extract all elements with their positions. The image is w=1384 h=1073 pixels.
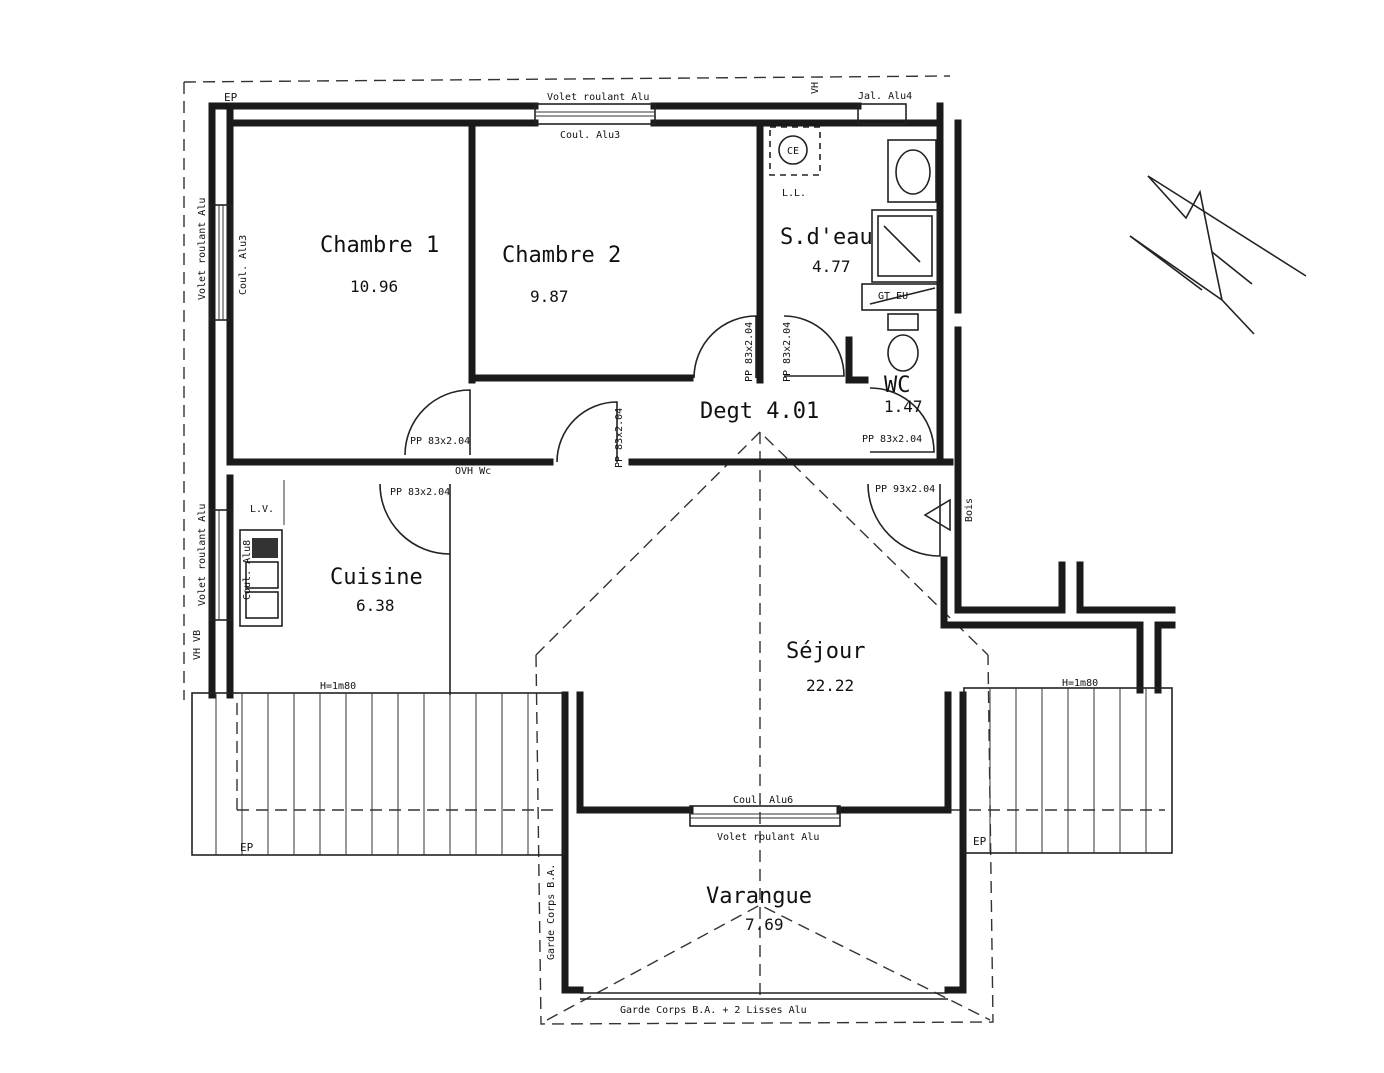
label-bois: Bois xyxy=(964,498,975,522)
label-pp-ch1: PP 83x2.04 xyxy=(410,436,470,447)
label-pp-degt: PP 83x2.04 xyxy=(614,408,625,468)
room-name-sejour: Séjour xyxy=(786,639,865,664)
terrace-left xyxy=(191,692,565,856)
north-arrow-icon xyxy=(1129,175,1307,335)
label-pp-entry: PP 93x2.04 xyxy=(875,484,935,495)
label-pp-sdeau: PP 83x2.04 xyxy=(782,322,793,382)
label-ovh-wc: OVH Wc xyxy=(455,466,491,477)
label-volet-bottom: Volet roulant Alu xyxy=(717,832,819,843)
label-volet-left-bottom: Volet roulant Alu xyxy=(197,504,208,606)
label-ll: L.L. xyxy=(782,188,806,199)
label-coul-alu3-top: Coul. Alu3 xyxy=(560,130,620,141)
label-ep-bottom-left: EP xyxy=(240,841,254,854)
room-area-cuisine: 6.38 xyxy=(356,596,395,615)
room-area-chambre2: 9.87 xyxy=(530,287,569,306)
room-name-varangue: Varangue xyxy=(706,884,812,909)
label-coul-alu6: Coul. Alu6 xyxy=(733,795,793,806)
label-coul-alu3-left: Coul. Alu3 xyxy=(238,235,249,295)
bathroom-fixtures xyxy=(239,126,951,627)
label-vh: VH xyxy=(810,82,821,94)
label-gt-eu: GT EU xyxy=(878,291,908,302)
label-lv: L.V. xyxy=(250,504,274,515)
room-area-chambre1: 10.96 xyxy=(350,277,398,296)
door-swings xyxy=(379,315,941,695)
label-garde-corps-side: Garde Corps B.A. xyxy=(546,864,557,960)
room-area-sejour: 22.22 xyxy=(806,676,854,695)
room-area-sdeau: 4.77 xyxy=(812,257,851,276)
label-volet-top: Volet roulant Alu xyxy=(547,92,649,103)
label-h-right: H=1m80 xyxy=(1062,678,1098,689)
room-name-wc: WC xyxy=(884,373,911,398)
room-name-sdeau: S.d'eau xyxy=(780,225,873,250)
label-volet-left-top: Volet roulant Alu xyxy=(197,198,208,300)
room-name-cuisine: Cuisine xyxy=(330,565,423,590)
label-ep-top: EP xyxy=(224,91,238,104)
walls xyxy=(208,102,1176,994)
label-garde-corps-bottom: Garde Corps B.A. + 2 Lisses Alu xyxy=(620,1005,807,1016)
label-coul-alu8: Coul. Alu8 xyxy=(242,540,253,600)
label-pp-wc: PP 83x2.04 xyxy=(862,434,922,445)
label-pp-ch2: PP 83x2.04 xyxy=(744,322,755,382)
windows xyxy=(209,103,948,1000)
room-area-varangue: 7.69 xyxy=(745,915,784,934)
room-area-wc: 1.47 xyxy=(884,397,923,416)
room-name-chambre2: Chambre 2 xyxy=(502,243,621,268)
roof-outline xyxy=(183,75,1165,1025)
label-pp-cuisine: PP 83x2.04 xyxy=(390,487,450,498)
label-jal-alu4: Jal. Alu4 xyxy=(858,91,912,102)
label-h-left: H=1m80 xyxy=(320,681,356,692)
terrace-right xyxy=(963,687,1173,854)
label-ep-bottom-right: EP xyxy=(973,835,987,848)
label-ce: CE xyxy=(787,146,799,157)
room-name-degt: Degt 4.01 xyxy=(700,399,819,424)
label-vh-vb: VH VB xyxy=(192,630,203,660)
room-name-chambre1: Chambre 1 xyxy=(320,233,439,258)
